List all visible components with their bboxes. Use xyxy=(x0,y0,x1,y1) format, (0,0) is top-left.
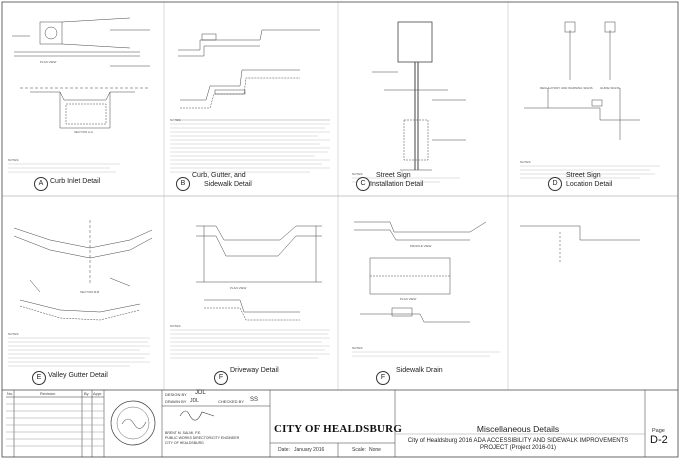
engineer-name: BRENT M. SALMI, P.E. xyxy=(165,431,202,435)
engineer-title: PUBLIC WORKS DIRECTOR/CITY ENGINEER xyxy=(165,436,240,440)
curb-inlet-drawing xyxy=(12,17,150,129)
street-sign-installation-drawing xyxy=(372,21,466,171)
label-notes-a: NOTES: xyxy=(8,158,20,162)
detail-letter-b: B xyxy=(176,177,190,191)
page-label: Page xyxy=(652,428,665,434)
checked-by-value: SS xyxy=(250,397,259,403)
detail-letter-a: A xyxy=(34,177,48,191)
titleblock-grid xyxy=(6,390,646,457)
engineer-seal xyxy=(110,400,156,446)
label-plan-view-f: PLAN VIEW xyxy=(230,286,247,290)
rev-header-revision: Revision xyxy=(40,391,56,396)
detail-title-valley-gutter: Valley Gutter Detail xyxy=(48,372,108,379)
engineer-signature xyxy=(179,410,215,421)
note-text-lines xyxy=(8,123,660,367)
street-sign-location-drawing xyxy=(524,21,640,140)
label-notes-d: NOTES: xyxy=(520,160,532,164)
scale-value: None xyxy=(369,447,381,453)
project-line-2: PROJECT (Project 2016-01) xyxy=(480,445,556,452)
detail-title-driveway: Driveway Detail xyxy=(230,367,279,374)
label-notes-b: NOTES: xyxy=(170,118,182,122)
date-value: January 2016 xyxy=(294,447,325,453)
checked-by-label: CHECKED BY xyxy=(218,399,245,404)
rev-header-no: No. xyxy=(7,391,14,396)
detail-title-sidewalk-drain: Sidewalk Drain xyxy=(396,367,443,374)
detail-letter-g: F xyxy=(376,371,390,385)
date-label: Date: xyxy=(278,447,290,453)
sidewalk-drain-drawing xyxy=(354,221,487,323)
drawn-by-label: DRAWN BY xyxy=(165,399,187,404)
label-notes-f: NOTES: xyxy=(170,324,182,328)
detail-letter-c: C xyxy=(356,177,370,191)
design-by-label: DESIGN BY xyxy=(165,392,187,397)
page-number: D-2 xyxy=(650,434,668,446)
label-notes-e: NOTES: xyxy=(8,332,20,336)
detail-title-sidewalk: Sidewalk Detail xyxy=(204,181,252,188)
detail-title-location: Location Detail xyxy=(566,181,613,188)
label-guide-signs: GUIDE SIGNS xyxy=(600,86,620,90)
detail-title-installation: Installation Detail xyxy=(370,181,424,188)
label-notes-c: NOTES: xyxy=(352,172,364,176)
sign-location-plan-drawing xyxy=(520,225,640,262)
detail-title-street-sign: Street Sign xyxy=(376,172,411,179)
sheet-title: Miscellaneous Details xyxy=(476,424,560,434)
design-by-value: JDL xyxy=(195,390,206,396)
label-profile-view: PROFILE VIEW xyxy=(410,244,432,248)
city-name: CITY OF HEALDSBURG xyxy=(274,423,403,435)
project-description: City of Healdsburg 2016 ADA ACCESSIBILIT… xyxy=(394,438,642,452)
detail-title-curb-gutter: Curb, Gutter, and xyxy=(192,172,246,179)
scale-label: Scale: xyxy=(352,447,366,453)
label-plan-view-g: PLAN VIEW xyxy=(400,297,417,301)
label-regulatory: REGULATORY AND WARNING SIGNS xyxy=(540,86,593,90)
curb-gutter-sidewalk-drawing xyxy=(176,29,330,121)
detail-letter-e: E xyxy=(32,371,46,385)
project-line-1: City of Healdsburg 2016 ADA ACCESSIBILIT… xyxy=(407,438,629,444)
engineer-org: CITY OF HEALDSBURG xyxy=(165,441,204,445)
driveway-drawing xyxy=(196,225,322,321)
label-plan-view: PLAN VIEW xyxy=(40,60,57,64)
drawn-by-value: JDL xyxy=(190,398,199,404)
detail-letter-d: D xyxy=(548,177,562,191)
detail-title-curb-inlet: Curb Inlet Detail xyxy=(50,178,101,185)
rev-header-appr: Appr. xyxy=(93,391,103,396)
detail-title-street-sign-d: Street Sign xyxy=(566,172,601,179)
detail-letter-f: F xyxy=(214,371,228,385)
label-section-a: SECTION A-A xyxy=(74,130,94,134)
label-notes-g: NOTES: xyxy=(352,346,364,350)
rev-header-by: By xyxy=(84,391,89,396)
valley-gutter-drawing xyxy=(13,220,153,321)
label-section-bb: SECTION B-B xyxy=(80,290,100,294)
